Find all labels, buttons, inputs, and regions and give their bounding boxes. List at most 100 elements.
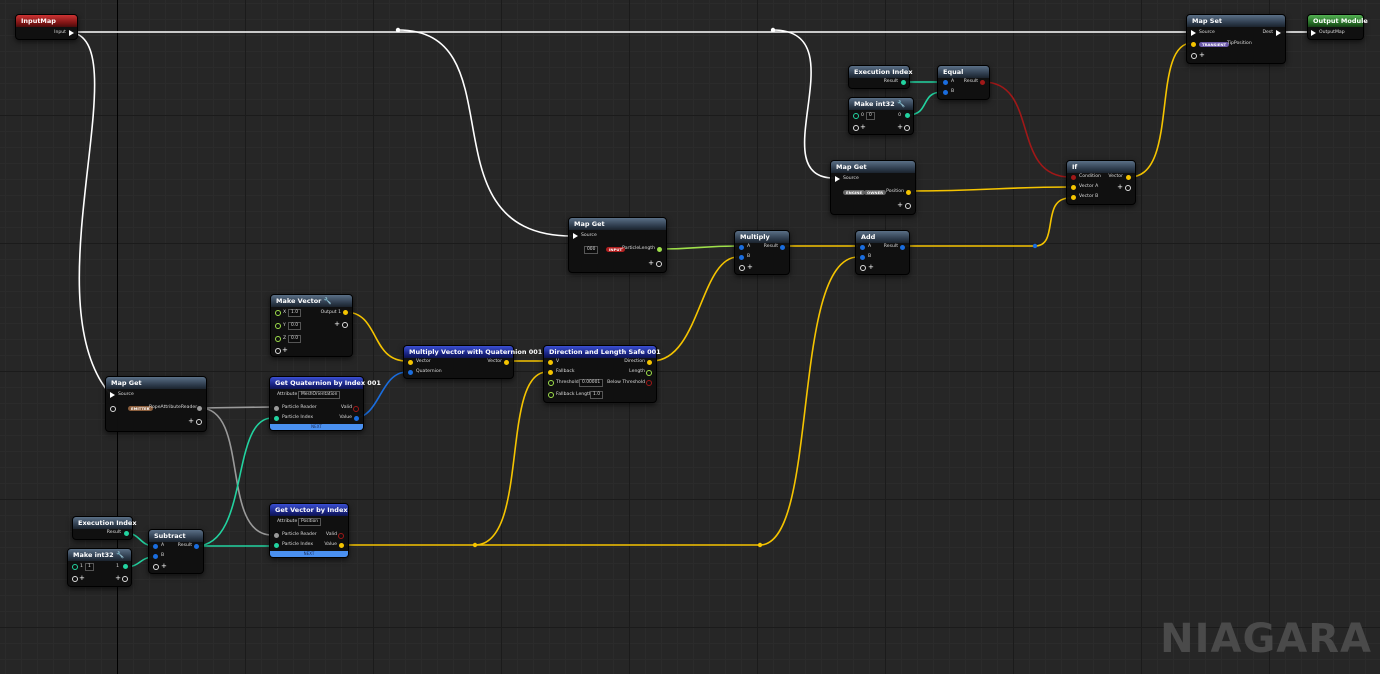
add-pin-button[interactable]: + (282, 346, 288, 354)
bool-pin-icon[interactable] (338, 533, 344, 539)
bool-pin-icon[interactable] (1071, 175, 1076, 180)
vector-pin-icon[interactable] (906, 190, 911, 195)
output-pin-icon[interactable] (780, 245, 785, 250)
direction-length-safe-node[interactable]: Direction and Length Safe 001 V Directio… (543, 345, 661, 403)
vector-pin-icon[interactable] (504, 360, 509, 365)
attribute-pin-icon[interactable] (274, 533, 279, 538)
fallback-length-field[interactable]: 1.0 (590, 391, 603, 399)
bool-pin-icon[interactable] (646, 380, 652, 386)
int-pin-icon[interactable] (905, 113, 910, 118)
vector-pin-icon[interactable] (548, 370, 553, 375)
input-pin-icon[interactable] (860, 245, 865, 250)
float-pin-icon[interactable] (275, 323, 281, 329)
int-pin-icon[interactable] (124, 531, 129, 536)
quat-pin-icon[interactable] (408, 370, 413, 375)
add-pin-button[interactable]: + (747, 263, 753, 271)
add-pin-icon[interactable] (275, 348, 281, 354)
float-pin-icon[interactable] (275, 336, 281, 342)
add-pin-icon[interactable] (1191, 53, 1197, 59)
add-pin-icon[interactable] (1125, 185, 1131, 191)
vector-pin-icon[interactable] (1071, 185, 1076, 190)
add-node[interactable]: Add A Result B + (855, 230, 910, 275)
map-get-position-node[interactable]: Map Get Source ENGINE OWNER Position + (830, 160, 916, 215)
float-pin-icon[interactable] (646, 370, 652, 376)
vector-pin-icon[interactable] (339, 543, 344, 548)
y-value-field[interactable]: 0.0 (288, 322, 301, 330)
attribute-name-field[interactable]: MeshOrientation (298, 391, 341, 399)
add-pin-button[interactable]: + (334, 320, 340, 328)
attribute-pin-icon[interactable] (197, 406, 202, 411)
float-pin-icon[interactable] (657, 247, 662, 252)
input-pin-icon[interactable] (153, 544, 158, 549)
add-pin-icon[interactable] (342, 322, 348, 328)
add-pin-button[interactable]: + (115, 574, 121, 582)
threshold-value-field[interactable]: 0.00001 (579, 379, 604, 387)
vector-pin-icon[interactable] (1071, 195, 1076, 200)
make-vector-node[interactable]: Make Vector 🔧 X 1.0 Output 1 Y 0.0 + Z 0… (270, 294, 353, 357)
add-pin-icon[interactable] (656, 261, 662, 267)
add-pin-button[interactable]: + (868, 263, 874, 271)
int-pin-icon[interactable] (901, 80, 906, 85)
int-pin-icon[interactable] (274, 416, 279, 421)
map-get-length-node[interactable]: Map Get Source 000 INPUT ParticleLength … (568, 217, 667, 273)
exec-pin-icon[interactable] (1311, 30, 1316, 36)
output-pin-icon[interactable] (900, 245, 905, 250)
int-pin-icon[interactable] (274, 543, 279, 548)
add-pin-button[interactable]: + (648, 259, 654, 267)
input-pin-icon[interactable] (739, 255, 744, 260)
vector-pin-icon[interactable] (343, 310, 348, 315)
make-int32-node[interactable]: Make int32 🔧 0 0 0 + + (848, 97, 914, 135)
int-pin-icon[interactable] (853, 113, 859, 119)
vector-pin-icon[interactable] (647, 360, 652, 365)
input-map-node[interactable]: InputMap Input (15, 14, 78, 40)
input-pin-icon[interactable] (860, 255, 865, 260)
input-pin-icon[interactable] (153, 554, 158, 559)
vector-pin-icon[interactable] (548, 360, 553, 365)
multiply-vector-quaternion-node[interactable]: Multiply Vector with Quaternion 001 Vect… (403, 345, 542, 379)
add-pin-button[interactable]: + (161, 562, 167, 570)
attribute-name-field[interactable]: Position (298, 518, 322, 526)
exec-pin-icon[interactable] (110, 392, 115, 398)
add-pin-icon[interactable] (853, 125, 859, 131)
add-pin-icon[interactable] (110, 406, 116, 412)
float-pin-icon[interactable] (548, 380, 554, 386)
attribute-pin-icon[interactable] (274, 406, 279, 411)
int-value-field[interactable]: 1 (85, 563, 94, 571)
float-pin-icon[interactable] (275, 310, 281, 316)
get-vector-by-index-node[interactable]: Get Vector by Index Attribute Position P… (269, 503, 349, 558)
add-pin-icon[interactable] (739, 265, 745, 271)
quat-pin-icon[interactable] (354, 416, 359, 421)
add-pin-button[interactable]: + (897, 123, 903, 131)
vector-pin-icon[interactable] (408, 360, 413, 365)
add-pin-icon[interactable] (122, 576, 128, 582)
output-pin-icon[interactable] (194, 544, 199, 549)
make-int32-node[interactable]: Make int32 🔧 1 1 1 + + (67, 548, 132, 587)
if-node[interactable]: If Condition Vector Vector A + Vector B (1066, 160, 1136, 205)
get-quaternion-by-index-node[interactable]: Get Quaternion by Index 001 Attribute Me… (269, 376, 381, 431)
int-pin-icon[interactable] (123, 564, 128, 569)
exec-pin-icon[interactable] (1191, 30, 1196, 36)
exec-pin-icon[interactable] (1276, 30, 1281, 36)
map-get-reader-node[interactable]: Map Get Source EMITTER RopeAttributeRead… (105, 376, 207, 432)
input-pin-icon[interactable] (943, 80, 948, 85)
int-value-field[interactable]: 0 (866, 112, 875, 120)
multiply-node[interactable]: Multiply A Result B + (734, 230, 790, 275)
add-pin-button[interactable]: + (860, 123, 866, 131)
output-module-node[interactable]: Output Module OutputMap (1307, 14, 1368, 40)
add-pin-button[interactable]: + (79, 574, 85, 582)
exec-pin-icon[interactable] (573, 233, 578, 239)
execution-index-node[interactable]: Execution Index Result (848, 65, 913, 89)
vector-pin-icon[interactable] (1126, 175, 1131, 180)
add-pin-icon[interactable] (72, 576, 78, 582)
input-pin-icon[interactable] (943, 90, 948, 95)
subtract-node[interactable]: Subtract A Result B + (148, 529, 204, 574)
z-value-field[interactable]: 0.0 (288, 335, 301, 343)
add-pin-icon[interactable] (905, 203, 911, 209)
x-value-field[interactable]: 1.0 (288, 309, 301, 317)
exec-pin-icon[interactable] (69, 30, 74, 36)
execution-index-node[interactable]: Execution Index Result (72, 516, 137, 540)
exec-pin-icon[interactable] (835, 176, 840, 182)
vector-pin-icon[interactable] (1191, 42, 1196, 47)
add-pin-icon[interactable] (153, 564, 159, 570)
